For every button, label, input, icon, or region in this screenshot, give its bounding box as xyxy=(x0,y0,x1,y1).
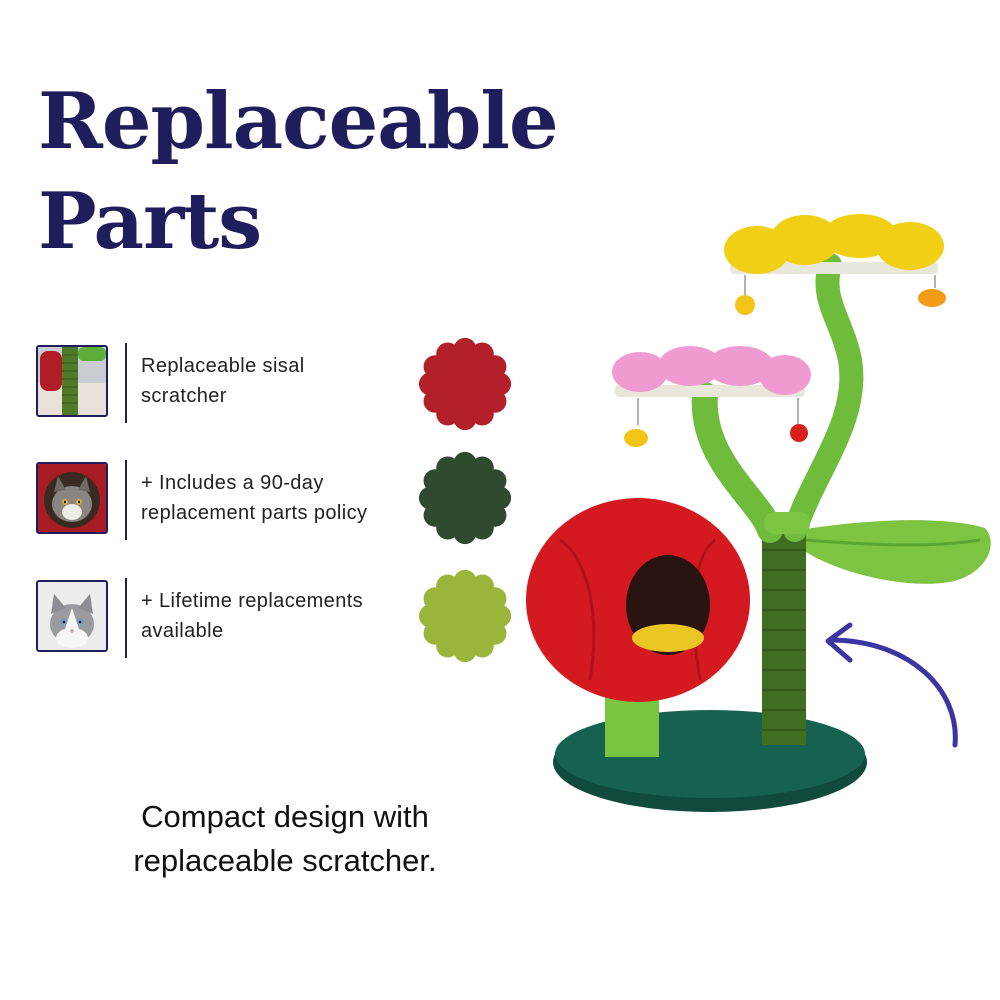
feature-item-policy: + Includes a 90-day replacement parts po… xyxy=(36,460,436,542)
cat-in-condo-thumbnail xyxy=(36,462,108,534)
cat-tree-product-image xyxy=(526,214,991,812)
dark-green-color-swatch[interactable] xyxy=(417,450,513,546)
sisal-scratcher-image xyxy=(38,347,106,415)
divider xyxy=(125,343,127,423)
divider xyxy=(125,460,127,540)
feature-text: Replaceable sisal scratcher xyxy=(141,355,305,407)
feature-text: + Lifetime replacements available xyxy=(141,590,364,642)
title-line-2: Parts xyxy=(38,176,262,267)
cat-portrait-thumbnail xyxy=(36,580,108,652)
feature-item-lifetime: + Lifetime replacements available xyxy=(36,578,436,660)
cat-in-condo-image xyxy=(38,464,106,532)
feature-text: + Includes a 90-day replacement parts po… xyxy=(141,472,368,524)
title-line-1: Replaceable xyxy=(38,76,559,167)
sisal-scratcher-thumbnail xyxy=(36,345,108,417)
lime-green-color-swatch[interactable] xyxy=(417,568,513,664)
feature-item-sisal: Replaceable sisal scratcher xyxy=(36,343,436,425)
product-caption: Compact design with replaceable scratche… xyxy=(133,799,437,878)
page-title: Replaceable Parts xyxy=(38,72,559,272)
red-color-swatch[interactable] xyxy=(417,336,513,432)
cat-portrait-image xyxy=(38,582,106,650)
divider xyxy=(125,578,127,658)
